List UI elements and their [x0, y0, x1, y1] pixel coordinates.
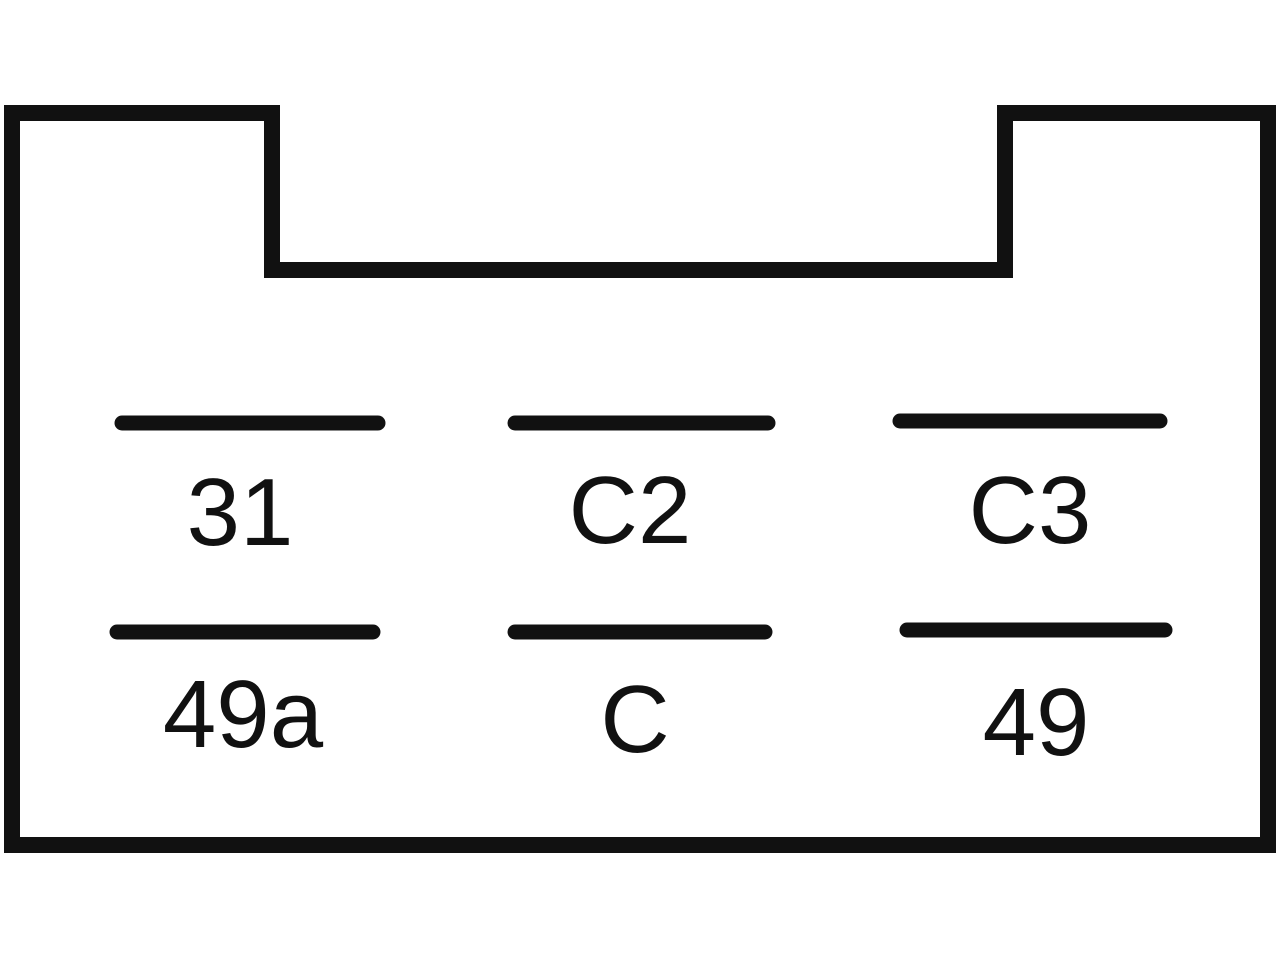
relay-housing-outline — [4, 105, 1276, 853]
terminal-label-49a: 49a — [163, 661, 324, 768]
terminal-label-c: C — [600, 666, 669, 773]
terminal-label-c2: C2 — [569, 457, 692, 564]
terminal-label-31: 31 — [187, 459, 294, 566]
terminal-label-49: 49 — [983, 669, 1090, 776]
terminal-label-c3: C3 — [969, 457, 1092, 564]
